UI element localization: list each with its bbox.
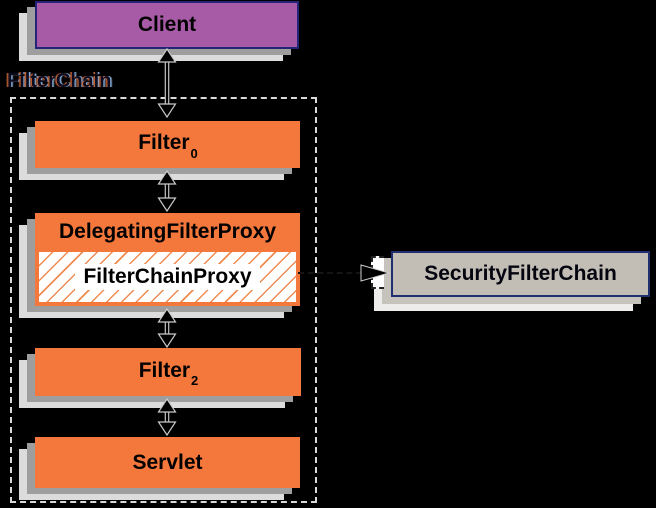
dashed-connector-line [298,272,362,274]
horizontal-arrow-icon [360,264,391,282]
filter-chain-proxy-label: FilterChainProxy [75,264,260,290]
servlet-box: Servlet [35,437,300,488]
filter2-box: Filter2 [35,348,301,396]
filter0-box: Filter0 [35,121,300,168]
security-filter-chain-box: SecurityFilterChain [391,251,650,297]
servlet-label: Servlet [132,450,203,474]
vertical-arrow-icon [157,169,177,213]
filter-chain-proxy-box: FilterChainProxy [39,252,296,302]
vertical-arrow-icon [157,47,177,119]
filter0-subscript: 0 [190,145,198,161]
filter0-label: Filter0 [138,131,198,161]
filterchain-label: FilterChain [7,70,112,92]
delegating-filter-proxy-label: DelegatingFilterProxy [58,220,277,243]
security-filter-chain-label: SecurityFilterChain [424,262,617,285]
vertical-arrow-icon [157,307,177,349]
filter2-subscript: 2 [191,373,199,389]
vertical-arrow-icon [157,397,177,437]
client-box: Client [35,1,299,49]
filter2-label: Filter2 [138,358,199,389]
client-label: Client [137,13,197,36]
filterchain-container [10,97,317,503]
